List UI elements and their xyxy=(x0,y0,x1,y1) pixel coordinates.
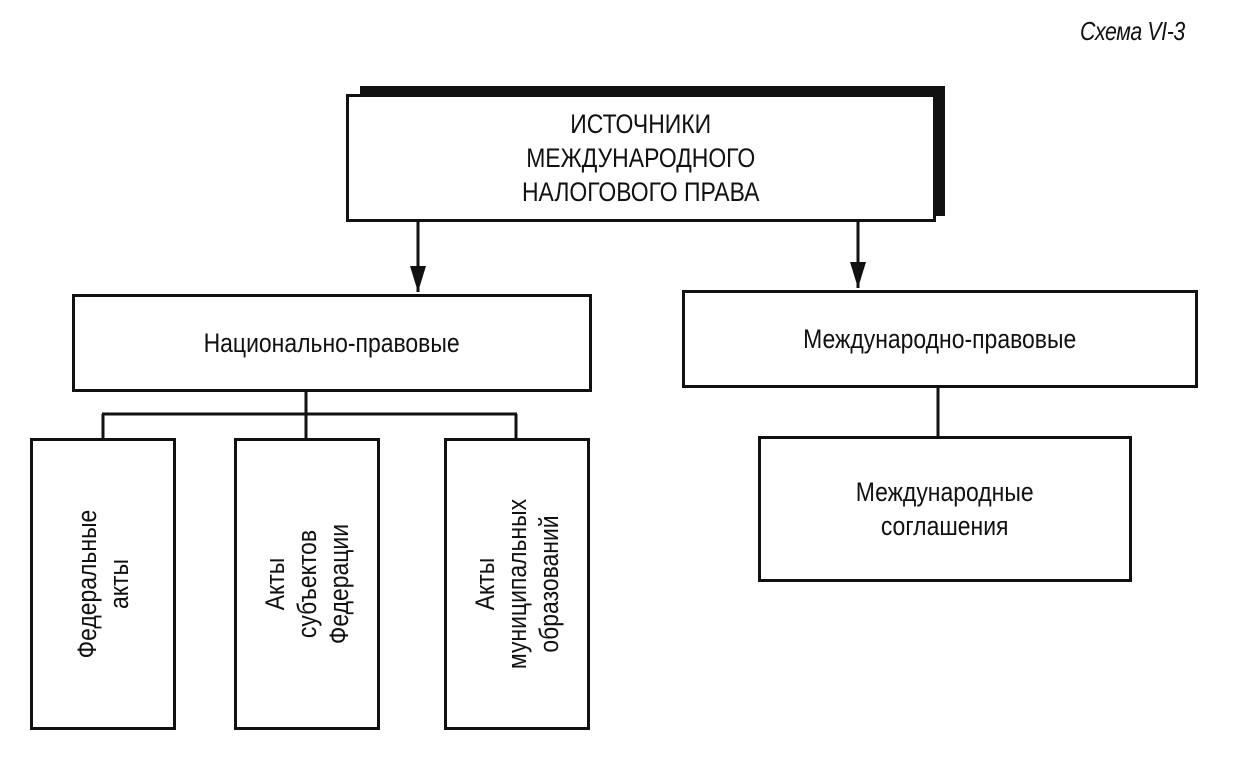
arrowhead-national xyxy=(410,266,426,292)
municipal-acts-label: Акты муниципальных образований xyxy=(470,498,564,670)
root-box-label: ИСТОЧНИКИ МЕЖДУНАРОДНОГО НАЛОГОВОГО ПРАВ… xyxy=(522,109,760,207)
municipal-acts-box: Акты муниципальных образований xyxy=(444,438,590,730)
federation-subjects-acts-label: Акты субъектов Федерации xyxy=(260,523,354,645)
federal-acts-box: Федеральные акты xyxy=(30,438,176,730)
international-legal-box: Международно-правовые xyxy=(682,290,1198,388)
federation-subjects-acts-box: Акты субъектов Федерации xyxy=(234,438,380,730)
national-legal-box: Национально-правовые xyxy=(72,294,592,392)
scheme-number-label: Схема VI-3 xyxy=(1080,16,1185,46)
federal-acts-label: Федеральные акты xyxy=(72,509,134,659)
international-agreements-box: Международные соглашения xyxy=(758,436,1132,582)
root-box: ИСТОЧНИКИ МЕЖДУНАРОДНОГО НАЛОГОВОГО ПРАВ… xyxy=(346,94,936,222)
arrowhead-international xyxy=(850,262,866,288)
international-legal-label: Международно-правовые xyxy=(803,324,1077,354)
national-legal-label: Национально-правовые xyxy=(203,328,461,358)
international-agreements-label: Международные соглашения xyxy=(856,477,1034,541)
